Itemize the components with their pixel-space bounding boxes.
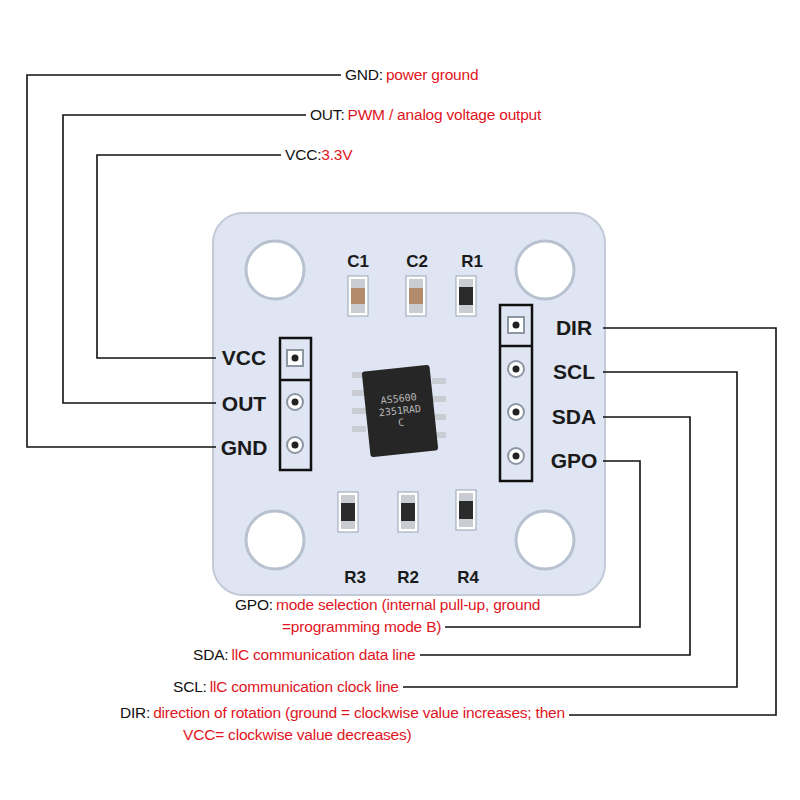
component-outline	[398, 492, 418, 532]
silkscreen-label: C2	[406, 250, 428, 274]
pin-callout: SCL:llC communication clock line	[173, 676, 399, 698]
pin-description: llC communication clock line	[210, 678, 399, 695]
round-pad	[287, 394, 303, 410]
square-pad	[287, 350, 303, 366]
capacitor-symbol	[351, 279, 365, 313]
silkscreen-label: R1	[461, 250, 483, 274]
pin-name: SDA:	[193, 646, 228, 663]
round-pad	[508, 361, 524, 377]
component-outline	[406, 276, 426, 316]
leader-line	[403, 372, 737, 687]
leader-line	[27, 75, 341, 447]
pad-hole	[292, 442, 299, 449]
silkscreen-label: SCL	[553, 360, 595, 384]
silkscreen-label: VCC	[222, 346, 266, 370]
resistor-pad	[459, 493, 473, 501]
capacitor-pad	[409, 304, 423, 313]
component-outline	[456, 490, 476, 530]
capacitor-symbol	[409, 279, 423, 313]
silkscreen-label: GND	[221, 436, 268, 460]
pad-hole	[292, 399, 299, 406]
resistor-symbol	[459, 279, 473, 313]
pad-hole	[513, 322, 520, 329]
silkscreen-label: R4	[457, 566, 479, 590]
round-pad	[508, 448, 524, 464]
round-pad	[508, 404, 524, 420]
silkscreen-label: R3	[344, 566, 366, 590]
capacitor-pad	[351, 304, 365, 313]
pin-callout: VCC:3.3V	[285, 144, 352, 166]
silkscreen-label: R2	[397, 566, 419, 590]
chip-marking: AS5600 2351RAD C	[372, 390, 427, 431]
mounting-hole	[246, 511, 304, 569]
silkscreen-label: OUT	[222, 392, 266, 416]
resistor-pad	[341, 495, 355, 503]
pad-hole	[292, 355, 299, 362]
pin-description: direction of rotation (ground = clockwis…	[153, 704, 565, 743]
header-outline	[500, 305, 532, 481]
resistor-pad	[459, 305, 473, 313]
resistor-pad	[401, 521, 415, 529]
pad-hole	[513, 453, 520, 460]
pin-description: mode selection (internal pull-up, ground…	[276, 596, 540, 635]
component-outline	[348, 276, 368, 316]
pin-callout: OUT:PWM / analog voltage output	[310, 104, 541, 126]
silkscreen-label: C1	[347, 250, 369, 274]
leader-line	[569, 328, 776, 715]
pcb-board	[213, 213, 605, 595]
capacitor-pad	[351, 279, 365, 288]
chip-pin	[432, 396, 446, 402]
mounting-hole	[516, 511, 574, 569]
component-outline	[456, 276, 476, 316]
pad-hole	[513, 409, 520, 416]
component-outline	[338, 492, 358, 532]
silkscreen-label: SDA	[552, 405, 596, 429]
mounting-hole	[516, 241, 574, 299]
silkscreen-label: DIR	[556, 316, 592, 340]
leader-line	[97, 155, 281, 358]
pin-description: power ground	[386, 66, 478, 83]
pin-description: PWM / analog voltage output	[348, 106, 542, 123]
resistor-pad	[459, 519, 473, 527]
header-divider	[500, 345, 532, 348]
square-pad	[508, 317, 524, 333]
round-pad	[287, 437, 303, 453]
chip-pin	[352, 408, 366, 414]
pin-callout: GPO:mode selection (internal pull-up, gr…	[235, 594, 612, 638]
pin-description: llC communication data line	[231, 646, 415, 663]
pin-callout: GND:power ground	[345, 64, 478, 86]
pin-name: OUT:	[310, 106, 345, 123]
resistor-symbol	[459, 493, 473, 527]
pin-name: DIR:	[120, 704, 150, 721]
capacitor-pad	[409, 279, 423, 288]
ic-chip: AS5600 2351RAD C	[362, 365, 439, 458]
pad-hole	[513, 366, 520, 373]
resistor-symbol	[401, 495, 415, 529]
chip-pin	[352, 426, 366, 432]
header-outline	[280, 338, 311, 470]
pin-name: SCL:	[173, 678, 207, 695]
resistor-pad	[459, 279, 473, 287]
silkscreen-label: GPO	[551, 449, 598, 473]
resistor-pad	[401, 495, 415, 503]
pin-name: GND:	[345, 66, 383, 83]
mounting-hole	[246, 241, 304, 299]
resistor-pad	[341, 521, 355, 529]
chip-pin	[432, 378, 446, 384]
pin-name: GPO:	[235, 596, 273, 613]
leader-line	[420, 417, 690, 655]
pin-description: 3.3V	[321, 146, 352, 163]
pin-name: VCC:	[285, 146, 321, 163]
header-divider	[280, 379, 311, 382]
leader-line	[63, 115, 306, 403]
pin-callout: DIR:direction of rotation (ground = cloc…	[120, 702, 595, 746]
resistor-symbol	[341, 495, 355, 529]
pin-callout: SDA:llC communication data line	[193, 644, 416, 666]
